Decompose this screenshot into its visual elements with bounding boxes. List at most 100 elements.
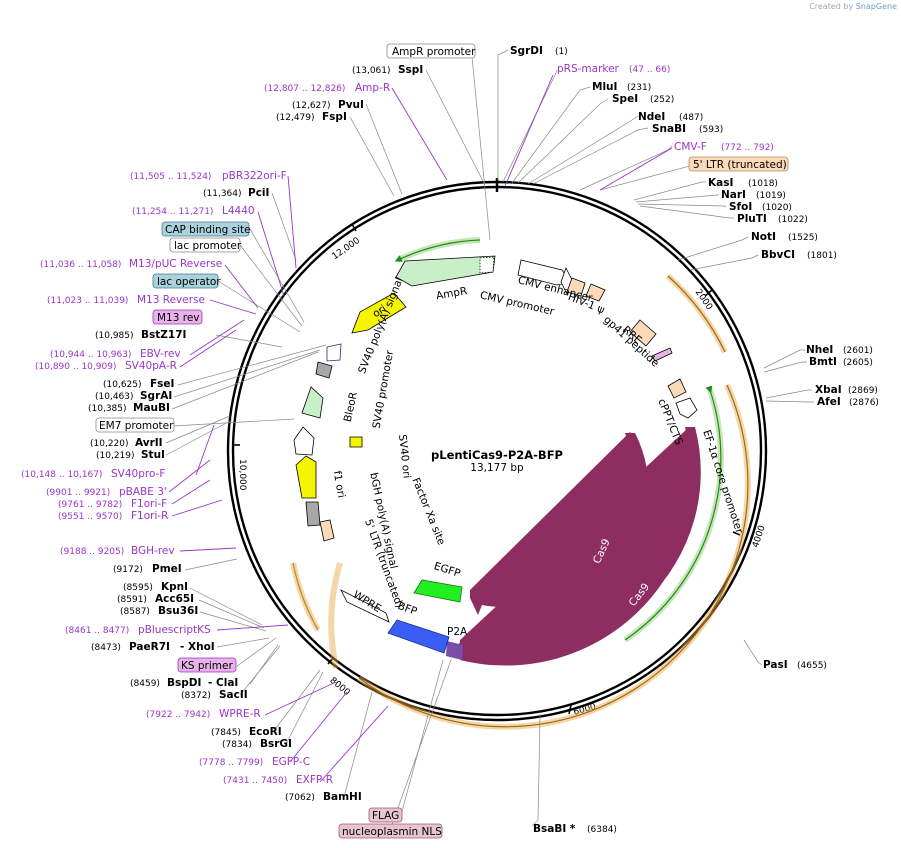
site-bstz17i: BstZ17I <box>141 329 186 341</box>
em7-promoter-box <box>95 417 175 433</box>
site-snabi-pos: (593) <box>699 125 723 135</box>
coordinate-ticks <box>232 223 741 715</box>
flag-label: FLAG <box>372 810 399 822</box>
lac-operator-box <box>152 273 219 289</box>
site-bstz17i-pos: (10,985) <box>95 331 134 341</box>
sv40-promoter-label: SV40 promoter <box>371 349 397 430</box>
green-range-top-halo <box>396 237 481 263</box>
site-bamhi-pos: (7062) <box>285 793 315 803</box>
site-stui-pos: (10,219) <box>96 451 135 461</box>
site-sacii-pos: (8372) <box>181 691 211 701</box>
site-pasi: PasI <box>763 659 788 671</box>
primer-cmv-f-range: (772 .. 792) <box>721 143 774 153</box>
primer-amp-r-range: (12,807 .. 12,826) <box>264 84 345 94</box>
primer-egfp-c: EGFP-C <box>272 756 310 768</box>
cap-binding-site-label: CAP binding site <box>165 224 251 236</box>
site-pvui: PvuI <box>338 99 364 111</box>
primer-amp-r: Amp-R <box>355 82 390 94</box>
primer-sv40pro-f-range: (10,148 .. 10,167) <box>21 470 102 480</box>
primer-egfp-c-range: (7778 .. 7799) <box>199 758 263 768</box>
p2a-label: P2A <box>447 626 468 638</box>
site-pluti-pos: (1022) <box>778 215 808 225</box>
sv40-promoter-feature <box>293 426 315 456</box>
site-bbvci: BbvCI <box>761 249 795 261</box>
ampr-promoter-feature <box>479 256 495 274</box>
primer-m13-reverse: M13 Reverse <box>137 294 205 306</box>
left-primer-leaders <box>168 87 448 783</box>
site-pluti: PluTI <box>737 213 767 225</box>
site-sfoi-pos: (1020) <box>762 203 792 213</box>
primer-ebv-rev: EBV-rev <box>140 348 181 360</box>
primer-f1ori-f: F1ori-F <box>131 498 167 510</box>
site-sgrai: SgrAI <box>140 390 172 402</box>
site-ndei-pos: (487) <box>679 113 703 123</box>
orange-range-1 <box>667 275 726 353</box>
site-bspdi-pos: (8459) <box>130 679 160 689</box>
site-sgrdi: SgrDI <box>510 45 543 57</box>
primer-pbabe3: pBABE 3' <box>119 486 167 498</box>
m13-rev-box <box>152 309 203 325</box>
primer-wpre-r-range: (7922 .. 7942) <box>146 710 210 720</box>
site-sspi: SspI <box>398 64 423 76</box>
site-afei: AfeI <box>817 396 841 408</box>
plasmid-size: 13,177 bp <box>470 462 524 474</box>
primer-pbr322ori-f: pBR322ori-F <box>222 170 287 182</box>
ampr-label: AmpR <box>435 285 468 302</box>
orange-range-1-halo <box>665 273 728 354</box>
site-kasi-pos: (1018) <box>748 179 778 189</box>
primer-l4440: L4440 <box>222 205 255 217</box>
primer-pbr322ori-f-range: (11,505 .. 11,524) <box>130 172 211 182</box>
flag-box <box>368 807 403 823</box>
site-bmti: BmtI <box>809 356 837 368</box>
primer-m13puc-reverse-range: (11,036 .. 11,058) <box>40 260 121 270</box>
site-avrii: AvrII <box>135 437 163 449</box>
primer-l4440-range: (11,254 .. 11,271) <box>132 207 213 217</box>
site-sfoi: SfoI <box>729 201 752 213</box>
site-acc65i: Acc65I <box>155 593 194 605</box>
ltr5-trunc-box-label: 5' LTR (truncated) <box>693 159 787 171</box>
site-pvui-pos: (12,627) <box>292 101 331 111</box>
tick-label-8000: 8000 <box>328 676 352 699</box>
site-paer7i-pos: (8473) <box>91 643 121 653</box>
site-xhoi: - XhoI <box>180 641 215 653</box>
site-bsrgi-pos: (7834) <box>222 740 252 750</box>
site-nhei: NheI <box>806 344 833 356</box>
site-ndei: NdeI <box>638 111 665 123</box>
f1-ori-label: f1 ori <box>331 470 348 499</box>
site-maubi: MauBI <box>133 402 170 414</box>
site-bsabi: BsaBI * <box>533 823 576 835</box>
sv40-ori-label: SV40 ori <box>396 434 413 479</box>
cas9-outer-fill <box>460 428 696 666</box>
site-bbvci-pos: (1801) <box>807 251 837 261</box>
site-spei: SpeI <box>612 93 638 105</box>
nucleoplasmin-nls-label: nucleoplasmin NLS <box>342 826 442 838</box>
primer-pbluescriptks-range: (8461 .. 8477) <box>65 626 129 636</box>
site-mlui: MluI <box>592 81 617 93</box>
sv40-ori-feature <box>349 436 363 448</box>
left-site-leaders <box>165 56 491 831</box>
m13-rev-label: M13 rev <box>157 312 200 324</box>
site-xbai: XbaI <box>815 384 842 396</box>
orange-range-3 <box>292 562 319 631</box>
site-ecori: EcoRI <box>249 726 282 738</box>
orange-range-2 <box>358 384 749 728</box>
right-site-primer-leaders <box>504 74 673 191</box>
site-kpni: KpnI <box>161 581 188 593</box>
site-kasi: KasI <box>708 177 733 189</box>
site-bamhi: BamHI <box>323 791 362 803</box>
ks-primer-label: KS primer <box>181 660 233 672</box>
site-sgrdi-pos: (1) <box>555 47 568 57</box>
green-range-outer <box>624 385 722 641</box>
site-clai: - ClaI <box>208 677 238 689</box>
site-pcii-pos: (11,364) <box>203 189 242 199</box>
site-ecori-pos: (7845) <box>211 728 241 738</box>
primer-cmv-f: CMV-F <box>674 141 707 153</box>
site-avrii-pos: (10,220) <box>90 439 129 449</box>
em7-promoter-glyph <box>326 343 342 362</box>
ampr-promoter-box-label: AmpR promoter <box>392 46 476 58</box>
green-range-top <box>394 239 481 262</box>
credit-prefix: Created by <box>809 2 854 11</box>
nucleoplasmin-nls-box <box>338 823 443 839</box>
bleor-label: BleoR <box>342 391 360 423</box>
